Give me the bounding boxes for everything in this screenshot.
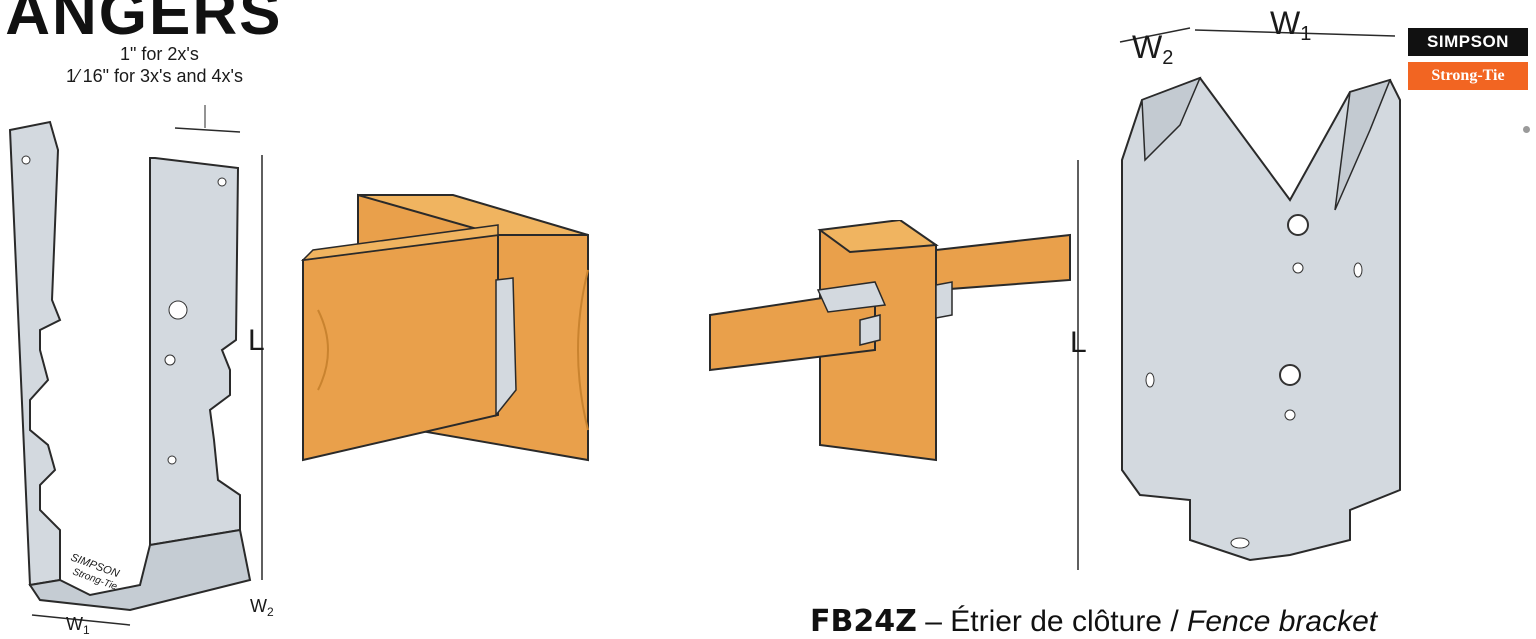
bolt-hole — [1279, 364, 1301, 386]
nail-hole — [1284, 409, 1296, 421]
nail-hole — [217, 177, 227, 187]
side-hole — [1145, 372, 1155, 388]
fence-bracket-diagram: W1 W2 L — [1070, 5, 1401, 570]
fence-post-illustration — [709, 220, 1071, 462]
bracket-dim-L: L — [1070, 326, 1087, 359]
nail-hole — [164, 354, 176, 366]
fence-bracket-installed — [816, 281, 887, 313]
base-hole — [1230, 537, 1250, 549]
caption-separator: – — [916, 605, 951, 638]
bracket-dim-W2: W2 — [1132, 29, 1173, 69]
side-hole — [1353, 262, 1363, 278]
hanger-right-flange — [149, 157, 241, 547]
joist-hanger-diagram: L 1" for 2x's 1⁄ 16" for 3x's and 4x's W… — [8, 44, 274, 636]
note-line-2: 1⁄ 16" for 3x's and 4x's — [66, 66, 243, 86]
caption-french: Étrier de clôture / — [950, 605, 1187, 638]
nail-hole — [168, 300, 188, 320]
bracket-body — [1121, 76, 1401, 562]
nail-hole — [167, 455, 177, 465]
logo-line-1: SIMPSON — [1408, 28, 1528, 56]
installed-hanger — [495, 277, 517, 418]
nail-hole — [21, 155, 31, 165]
dim-L-label: L — [248, 324, 265, 357]
product-code: FB24Z — [810, 604, 917, 639]
product-caption: FB24Z – Étrier de clôture / Fence bracke… — [810, 604, 1377, 639]
bolt-hole — [1287, 214, 1309, 236]
caption-english: Fence bracket — [1187, 605, 1378, 638]
bracket-dim-W1: W1 — [1270, 5, 1311, 45]
joist-assembly-illustration — [300, 193, 589, 462]
hanger-seat — [28, 528, 252, 612]
simpson-strong-tie-logo: SIMPSON Strong-Tie — [1408, 28, 1530, 133]
nail-hole — [1292, 262, 1304, 274]
note-line-1: 1" for 2x's — [120, 44, 199, 64]
page-title: IANGERS — [0, 0, 283, 48]
logo-line-2: Strong-Tie — [1408, 62, 1528, 90]
registered-mark-icon — [1523, 126, 1530, 133]
dim-W2-label: W2 — [250, 596, 274, 619]
hanger-left-flange — [8, 120, 62, 587]
dim-W1-label: W1 — [66, 614, 90, 636]
